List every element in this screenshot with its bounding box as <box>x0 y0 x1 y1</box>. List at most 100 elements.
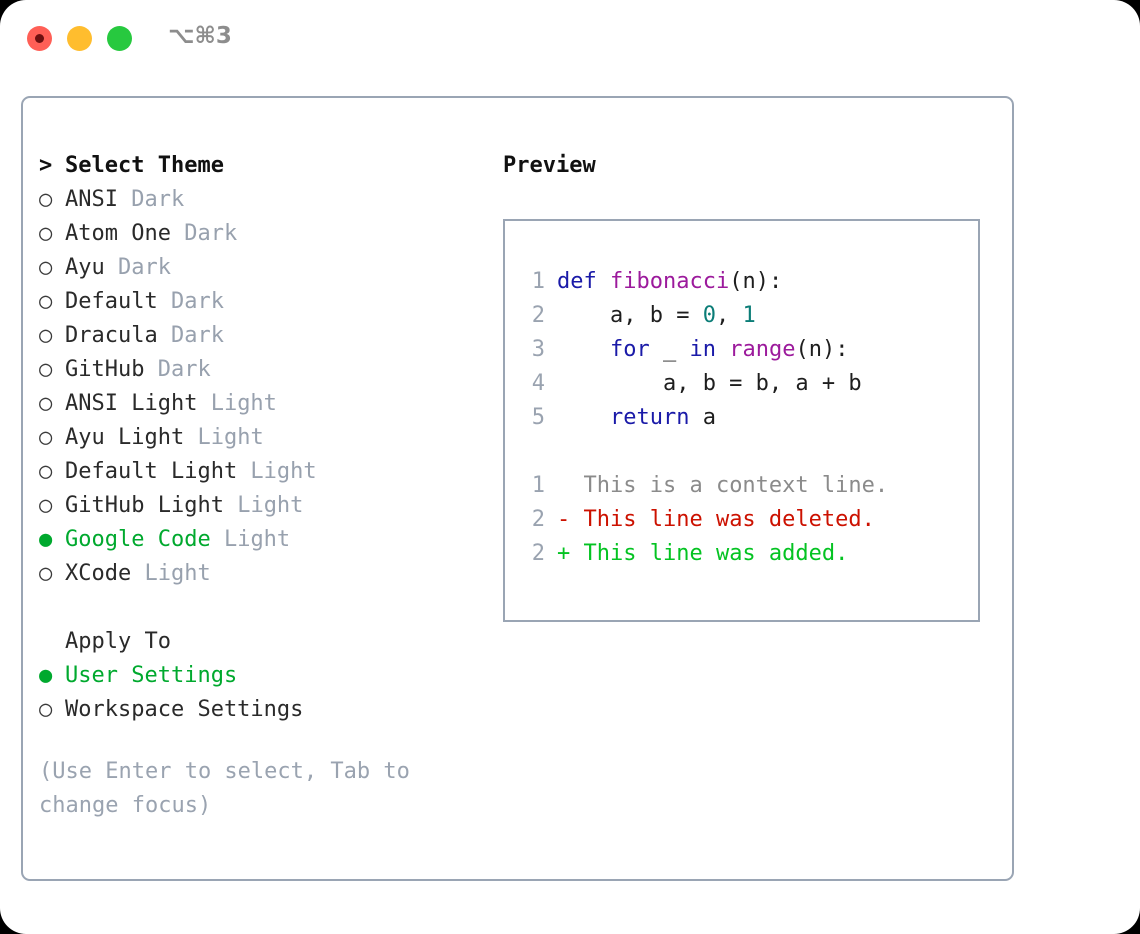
theme-option-row[interactable]: ○GitHub Dark <box>39 353 469 387</box>
radio-empty-icon[interactable]: ○ <box>39 391 53 416</box>
radio-empty-icon[interactable]: ○ <box>39 289 53 314</box>
theme-variant-tag: Light <box>184 425 264 450</box>
radio-selected-icon[interactable]: ● <box>39 527 53 552</box>
radio-empty-icon[interactable]: ○ <box>39 561 53 586</box>
theme-option-row[interactable]: ○Ayu Dark <box>39 251 469 285</box>
focus-caret-icon: > <box>39 153 53 178</box>
theme-option-label: XCode <box>65 561 132 586</box>
code-token: (n): <box>795 337 849 362</box>
theme-variant-tag: Dark <box>157 289 224 314</box>
line-number: 1 <box>531 269 545 294</box>
theme-variant-tag: Dark <box>157 323 224 348</box>
code-line: 4 a, b = b, a + b <box>521 367 888 401</box>
line-number: 1 <box>531 473 545 498</box>
radio-empty-icon[interactable]: ○ <box>39 357 53 382</box>
close-button-icon[interactable] <box>27 26 52 51</box>
list-spacer <box>39 591 469 625</box>
apply-to-header-marker <box>39 625 65 659</box>
code-line: 2 a, b = 0, 1 <box>521 299 888 333</box>
theme-variant-tag: Light <box>223 493 304 518</box>
theme-option-label: Default Light <box>65 459 238 484</box>
theme-option-label: ANSI <box>65 187 118 212</box>
diff-sign <box>557 473 570 498</box>
radio-empty-icon[interactable]: ○ <box>39 697 53 722</box>
code-token: 0 <box>702 303 716 328</box>
theme-variant-tag: Light <box>131 561 211 586</box>
theme-variant-tag: Light <box>210 527 291 552</box>
theme-variant-tag: Light <box>237 459 317 484</box>
code-token: _ <box>649 337 690 362</box>
radio-empty-icon[interactable]: ○ <box>39 493 53 518</box>
theme-variant-tag: Light <box>197 391 277 416</box>
code-token: fibonacci <box>609 269 730 294</box>
code-token: (n): <box>729 269 783 294</box>
theme-option-row[interactable]: ○GitHub Light Light <box>39 489 469 523</box>
theme-option-row[interactable]: ○ Default Light Light <box>39 455 469 489</box>
theme-option-row[interactable]: ●Google Code Light <box>39 523 469 557</box>
theme-option-label: GitHub <box>65 357 145 382</box>
preview-title: Preview <box>503 153 596 178</box>
radio-empty-icon[interactable]: ○ <box>39 187 53 212</box>
code-token <box>557 337 610 362</box>
zoom-button-icon[interactable] <box>107 26 132 51</box>
apply-to-header-label: Apply To <box>65 629 171 654</box>
code-token: , <box>715 303 743 328</box>
theme-option-label: Ayu Light <box>65 425 185 450</box>
diff-text: This line was deleted. <box>570 507 875 532</box>
diff-text: This is a context line. <box>570 473 889 498</box>
theme-variant-tag: Dark <box>170 221 238 246</box>
line-number: 4 <box>531 371 545 396</box>
theme-option-row[interactable]: ○ XCode Light <box>39 557 469 591</box>
theme-variant-tag: Dark <box>104 255 171 280</box>
line-number: 2 <box>531 507 545 532</box>
close-dot-center <box>35 34 44 43</box>
line-number: 2 <box>531 303 545 328</box>
code-token: for <box>609 337 650 362</box>
apply-to-list[interactable]: Apply To ● User Settings ○Workspace Setting… <box>39 625 469 727</box>
line-number: 5 <box>531 405 545 430</box>
radio-empty-icon[interactable]: ○ <box>39 221 53 246</box>
diff-line: 1 This is a context line. <box>521 469 888 503</box>
radio-empty-icon[interactable]: ○ <box>39 255 53 280</box>
code-token: 1 <box>742 303 756 328</box>
theme-option-row[interactable]: ○ Ayu Light Light <box>39 421 469 455</box>
theme-option-label: Atom One <box>65 221 171 246</box>
code-token: return <box>609 405 690 430</box>
radio-empty-icon[interactable]: ○ <box>39 323 53 348</box>
radio-empty-icon[interactable]: ○ <box>39 459 53 484</box>
diff-line: 2- This line was deleted. <box>521 503 888 537</box>
keyboard-hint-text: (Use Enter to select, Tab to change focu… <box>39 759 410 818</box>
code-line: 3 for _ in range(n): <box>521 333 888 367</box>
apply-to-header: Apply To <box>39 625 469 659</box>
diff-line: 2+ This line was added. <box>521 537 888 571</box>
theme-option-row[interactable]: ○ ANSI Light Light <box>39 387 469 421</box>
minimize-button-icon[interactable] <box>67 26 92 51</box>
theme-option-row[interactable]: ○Dracula Dark <box>39 319 469 353</box>
theme-option-label: ANSI Light <box>65 391 198 416</box>
diff-text: This line was added. <box>570 541 849 566</box>
code-token: a <box>689 405 716 430</box>
code-token: in <box>689 337 716 362</box>
theme-variant-tag: Dark <box>117 187 185 212</box>
apply-to-option-label: User Settings <box>65 663 238 688</box>
line-number: 2 <box>531 541 545 566</box>
theme-option-row[interactable]: ○ Atom One Dark <box>39 217 469 251</box>
apply-to-option-row[interactable]: ○Workspace Settings <box>39 693 469 727</box>
theme-option-row[interactable]: ○ ANSI Dark <box>39 183 469 217</box>
theme-option-row[interactable]: ○Default Dark <box>39 285 469 319</box>
radio-selected-icon[interactable]: ● <box>39 663 53 688</box>
keyboard-shortcut-label: ⌥⌘3 <box>168 23 232 49</box>
theme-list-header: > Select Theme <box>39 149 469 183</box>
line-number: 3 <box>531 337 545 362</box>
theme-list[interactable]: >Select Theme○ANSI Dark○Atom One Dark○Ay… <box>39 149 469 591</box>
apply-to-option-row[interactable]: ● User Settings <box>39 659 469 693</box>
code-token: a, b = b, a + b <box>557 371 862 396</box>
radio-empty-icon[interactable]: ○ <box>39 425 53 450</box>
theme-list-header-label: Select Theme <box>65 153 224 178</box>
code-token <box>716 337 729 362</box>
